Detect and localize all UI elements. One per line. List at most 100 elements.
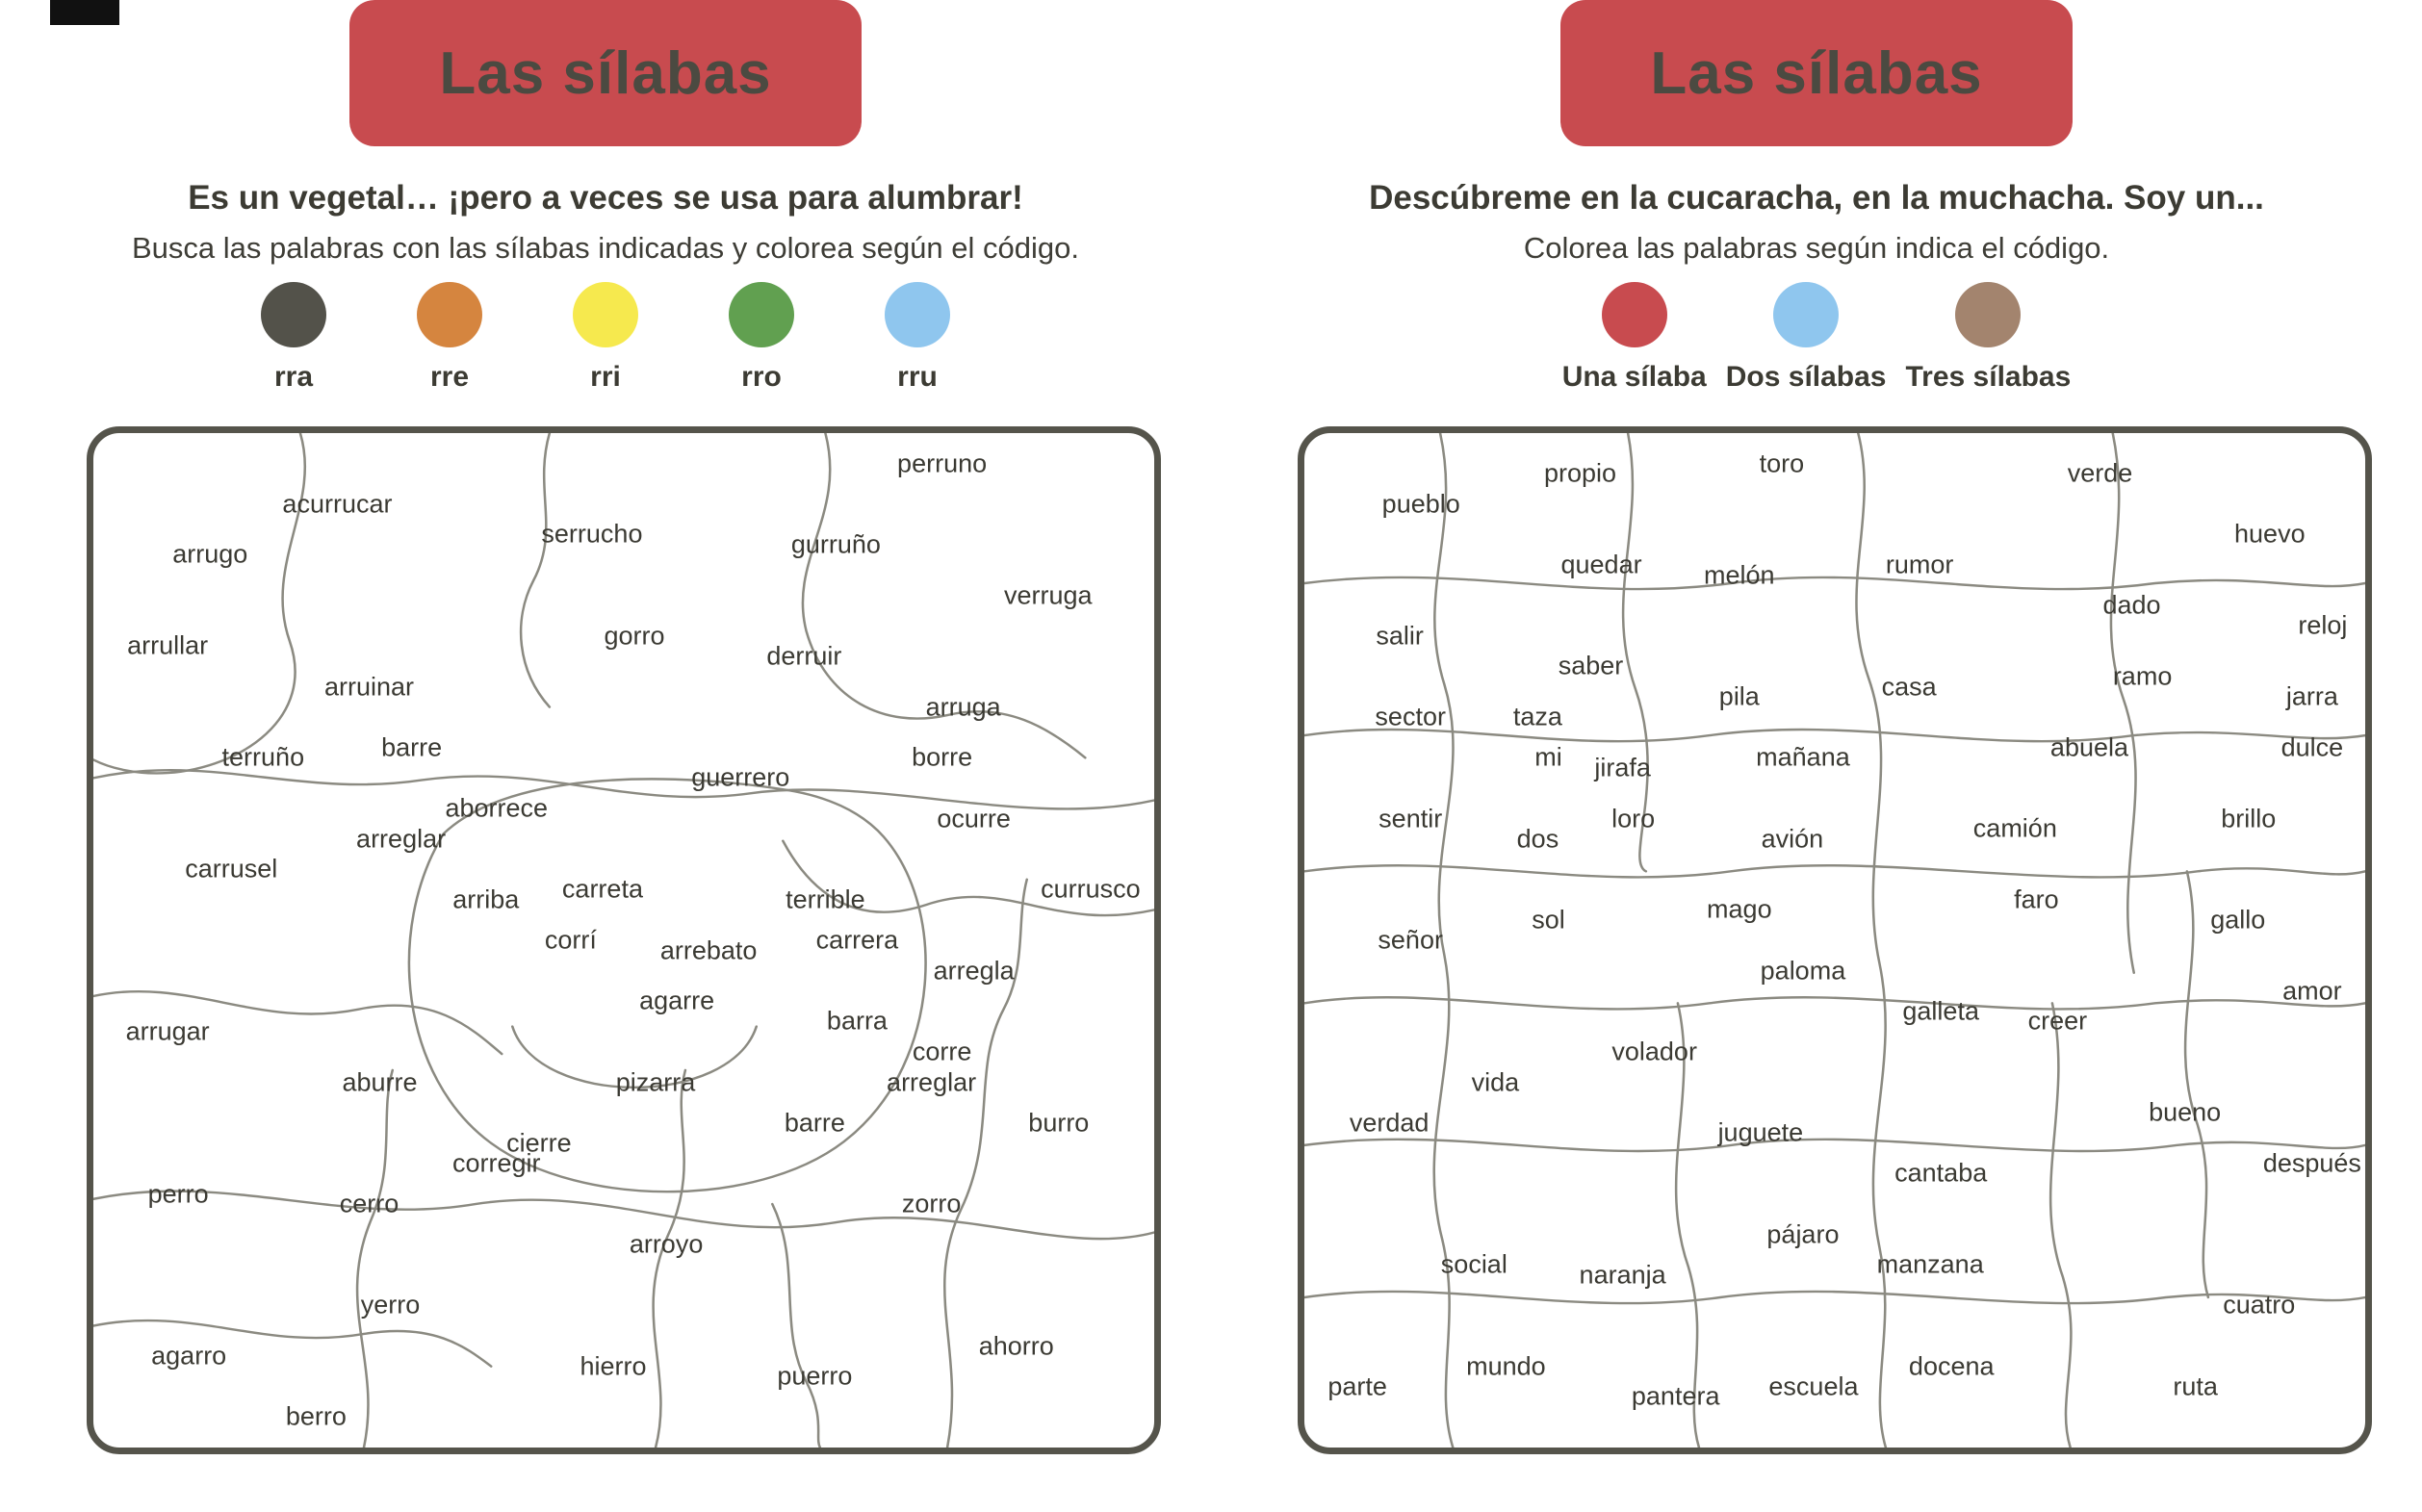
riddle-text: Es un vegetal… ¡pero a veces se usa para… (188, 179, 1023, 217)
puzzle-word: agarro (151, 1341, 227, 1371)
puzzle-word: mi (1534, 742, 1562, 772)
puzzle-word: señor (1378, 925, 1443, 955)
puzzle-word: bueno (2149, 1097, 2222, 1127)
puzzle-word: abuela (2049, 732, 2129, 762)
puzzle-word: carreta (561, 874, 643, 904)
puzzle-word: mundo (1466, 1351, 1546, 1381)
puzzle-word: aburre (342, 1067, 418, 1097)
puzzle-word: sentir (1378, 804, 1443, 833)
puzzle-word: derruir (766, 641, 842, 671)
puzzle-word: ocurre (937, 804, 1011, 833)
worksheet-left: Las sílabas Es un vegetal… ¡pero a veces… (0, 0, 1211, 1454)
puzzle-word: barre (784, 1108, 845, 1138)
color-swatch-circle (885, 282, 950, 347)
puzzle-word: naranja (1579, 1260, 1666, 1290)
puzzle-word: corre (912, 1037, 972, 1066)
legend-item: rre (417, 282, 482, 394)
puzzle-lines (1304, 433, 2365, 1448)
puzzle-word: toro (1759, 448, 1805, 478)
puzzle-word: pueblo (1381, 489, 1460, 519)
legend-item: rru (885, 282, 950, 394)
puzzle-word: berro (285, 1401, 347, 1431)
puzzle-word: arreglar (887, 1067, 977, 1097)
puzzle-word: reloj (2298, 610, 2348, 640)
puzzle-word: sector (1375, 702, 1446, 731)
puzzle-word: ahorro (978, 1331, 1054, 1361)
puzzle-word: arriba (452, 884, 520, 914)
color-swatch-circle (261, 282, 326, 347)
worksheet-title-banner: Las sílabas (349, 0, 862, 146)
color-swatch-circle (1955, 282, 2022, 347)
puzzle-word: arroyo (629, 1229, 704, 1259)
puzzle-word: saber (1558, 651, 1624, 680)
puzzle-word: amor (2282, 976, 2342, 1006)
puzzle-word: agarre (639, 986, 715, 1015)
puzzle-word: huevo (2234, 519, 2306, 549)
puzzle-word: gorro (604, 621, 665, 651)
puzzle-word: pizarra (615, 1067, 696, 1097)
puzzle-word: volador (1611, 1037, 1697, 1066)
puzzle-word: barre (381, 732, 443, 762)
puzzle-word: terrible (786, 884, 865, 914)
legend-item: rro (729, 282, 794, 394)
puzzle-word: camión (1972, 813, 2057, 843)
legend-item: rri (573, 282, 638, 394)
legend-label: Tres sílabas (1905, 361, 2072, 393)
puzzle-word: carrera (815, 925, 899, 955)
puzzle-word: pantera (1631, 1381, 1720, 1411)
puzzle-word: brillo (2221, 804, 2277, 833)
puzzle-word: galleta (1902, 996, 1979, 1026)
puzzle-word: manzana (1876, 1249, 1984, 1279)
puzzle-word: currusco (1041, 874, 1141, 904)
puzzle-word: arruga (925, 692, 1001, 722)
color-swatch-circle (573, 282, 638, 347)
puzzle-word: social (1440, 1249, 1507, 1279)
puzzle-word: acurrucar (282, 489, 393, 519)
puzzle-word: faro (2014, 884, 2059, 914)
legend-label: Una sílaba (1561, 361, 1707, 393)
worksheet-title: Las sílabas (439, 39, 772, 107)
puzzle-word: gurruño (790, 529, 881, 559)
instruction-text: Colorea las palabras según indica el cód… (1523, 231, 2110, 265)
puzzle-word: jarra (2285, 681, 2338, 711)
puzzle-word: arrugo (172, 539, 248, 569)
puzzle-word: escuela (1768, 1371, 1859, 1401)
puzzle-word: paloma (1760, 956, 1846, 986)
puzzle-word: corregir (451, 1148, 541, 1178)
puzzle-word: melón (1704, 560, 1775, 590)
legend-label: Dos sílabas (1725, 361, 1887, 393)
puzzle-word: perro (147, 1179, 209, 1208)
puzzle-word: propio (1543, 458, 1617, 488)
legend-label: rra (273, 361, 314, 393)
puzzle-word: sol (1532, 905, 1565, 935)
puzzle-word: jirafa (1594, 753, 1651, 782)
puzzle-word: verde (2067, 458, 2133, 488)
puzzle-word: arruinar (323, 672, 415, 701)
puzzle-word: ruta (2173, 1371, 2218, 1401)
puzzle-word: taza (1512, 702, 1562, 731)
legend-item: Tres sílabas (1905, 282, 2072, 394)
puzzle-word: arrugar (125, 1016, 210, 1046)
legend-item: rra (261, 282, 326, 394)
color-legend: rra rre rri rro rru (0, 282, 1211, 394)
puzzle-word: hierro (580, 1351, 647, 1381)
puzzle-word: cantaba (1894, 1158, 1988, 1188)
puzzle-word: carrusel (185, 854, 278, 884)
puzzle-word: corrí (544, 925, 597, 955)
puzzle-word: cuatro (2223, 1290, 2296, 1320)
puzzle-word: mañana (1756, 742, 1850, 772)
riddle-text: Descúbreme en la cucaracha, en la muchac… (1369, 179, 2264, 217)
color-swatch-circle (417, 282, 482, 347)
color-swatch-circle (1773, 282, 1840, 347)
puzzle-word: yerro (360, 1290, 421, 1320)
puzzle-word: creer (2027, 1006, 2088, 1036)
puzzle-word: perruno (897, 448, 988, 478)
puzzle-word: barra (826, 1006, 888, 1036)
puzzle-word: arregla (933, 956, 1015, 986)
puzzle-word: quedar (1560, 550, 1642, 579)
worksheet-right: Las sílabas Descúbreme en la cucaracha, … (1211, 0, 2422, 1512)
puzzle-word: salir (1376, 621, 1424, 651)
puzzle-word: arreglar (356, 824, 447, 854)
